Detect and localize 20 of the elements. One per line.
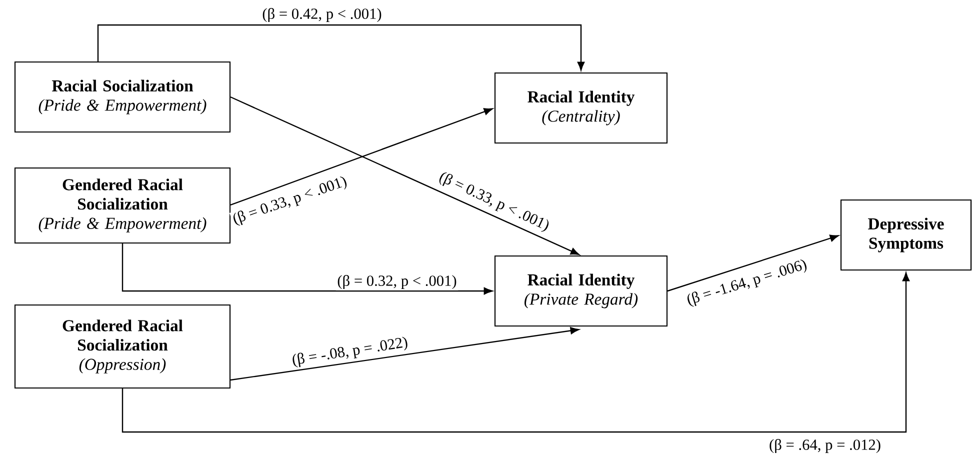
edge-label: (β = -.08, p = .022) — [290, 334, 410, 370]
edge-label: (β = 0.33, p < .001) — [435, 168, 553, 236]
edge-label: (β = 0.33, p < .001) — [229, 173, 351, 229]
edge-label: (β = -1.64, p = .006) — [684, 256, 810, 310]
arrow — [122, 272, 910, 433]
edge-label: (β = .64, p = .012) — [768, 438, 882, 454]
arrow — [667, 234, 839, 292]
variable-box: Racial Identity (Private Regard) — [494, 255, 668, 327]
edge-label: (β = 0.32, p < .001) — [336, 274, 458, 290]
variable-box: Gendered Racial Socialization (Pride & Empowerment) — [14, 167, 231, 244]
variable-box: Gendered Racial Socialization (Oppression) — [14, 304, 231, 389]
arrow — [230, 327, 580, 381]
variable-box: Racial Socialization (Pride & Empowerment) — [14, 61, 231, 133]
variable-box: Depressive Symptoms — [840, 199, 972, 271]
arrow — [122, 244, 493, 295]
arrow — [97, 24, 585, 71]
arrow — [230, 108, 493, 206]
arrow — [230, 96, 580, 256]
variable-box: Racial Identity (Centrality) — [494, 72, 668, 144]
edge-label: (β = 0.42, p < .001) — [260, 6, 384, 24]
